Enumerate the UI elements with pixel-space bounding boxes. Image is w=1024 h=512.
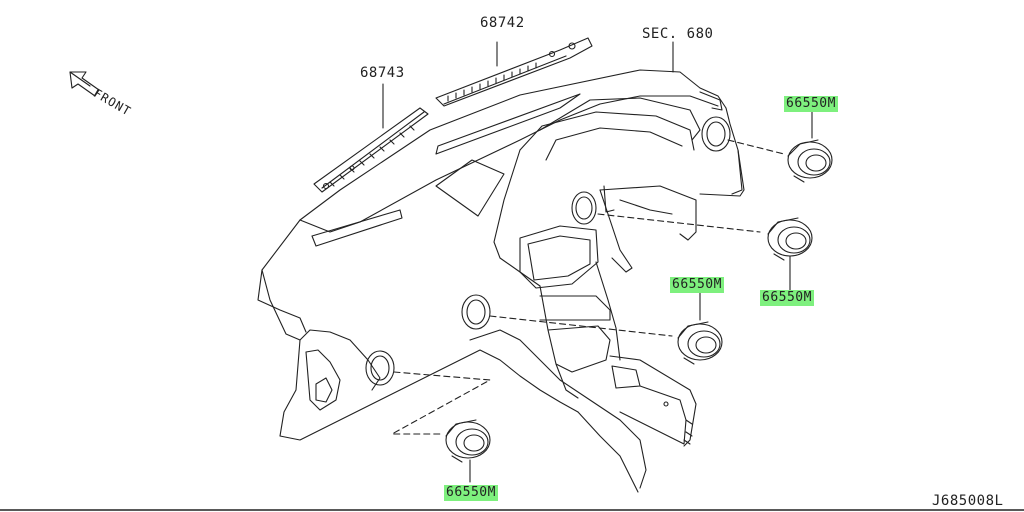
vent-part-right-middle [767,217,813,261]
defroster-grille-68743 [313,83,429,193]
vent-part-bottom-left [445,419,491,463]
label-vent-center: 66550M [670,277,724,293]
label-vent-right-middle: 66550M [760,290,814,306]
dashed-leader-lines [391,139,785,435]
drawing-code: J685008L [932,493,1004,509]
defroster-grille-68742 [435,37,593,107]
dash-vent-openings [365,116,731,386]
label-part-68742: 68742 [480,15,525,31]
label-vent-bottom-left: 66550M [444,485,498,501]
dashboard-body [257,69,745,493]
label-leaders [469,41,813,483]
vent-part-top-right [787,139,833,183]
vent-part-center [677,321,723,365]
label-part-68743: 68743 [360,65,405,81]
label-section-ref: SEC. 680 [642,26,714,42]
front-arrow-icon [69,71,100,97]
label-vent-top-right: 66550M [784,96,838,112]
